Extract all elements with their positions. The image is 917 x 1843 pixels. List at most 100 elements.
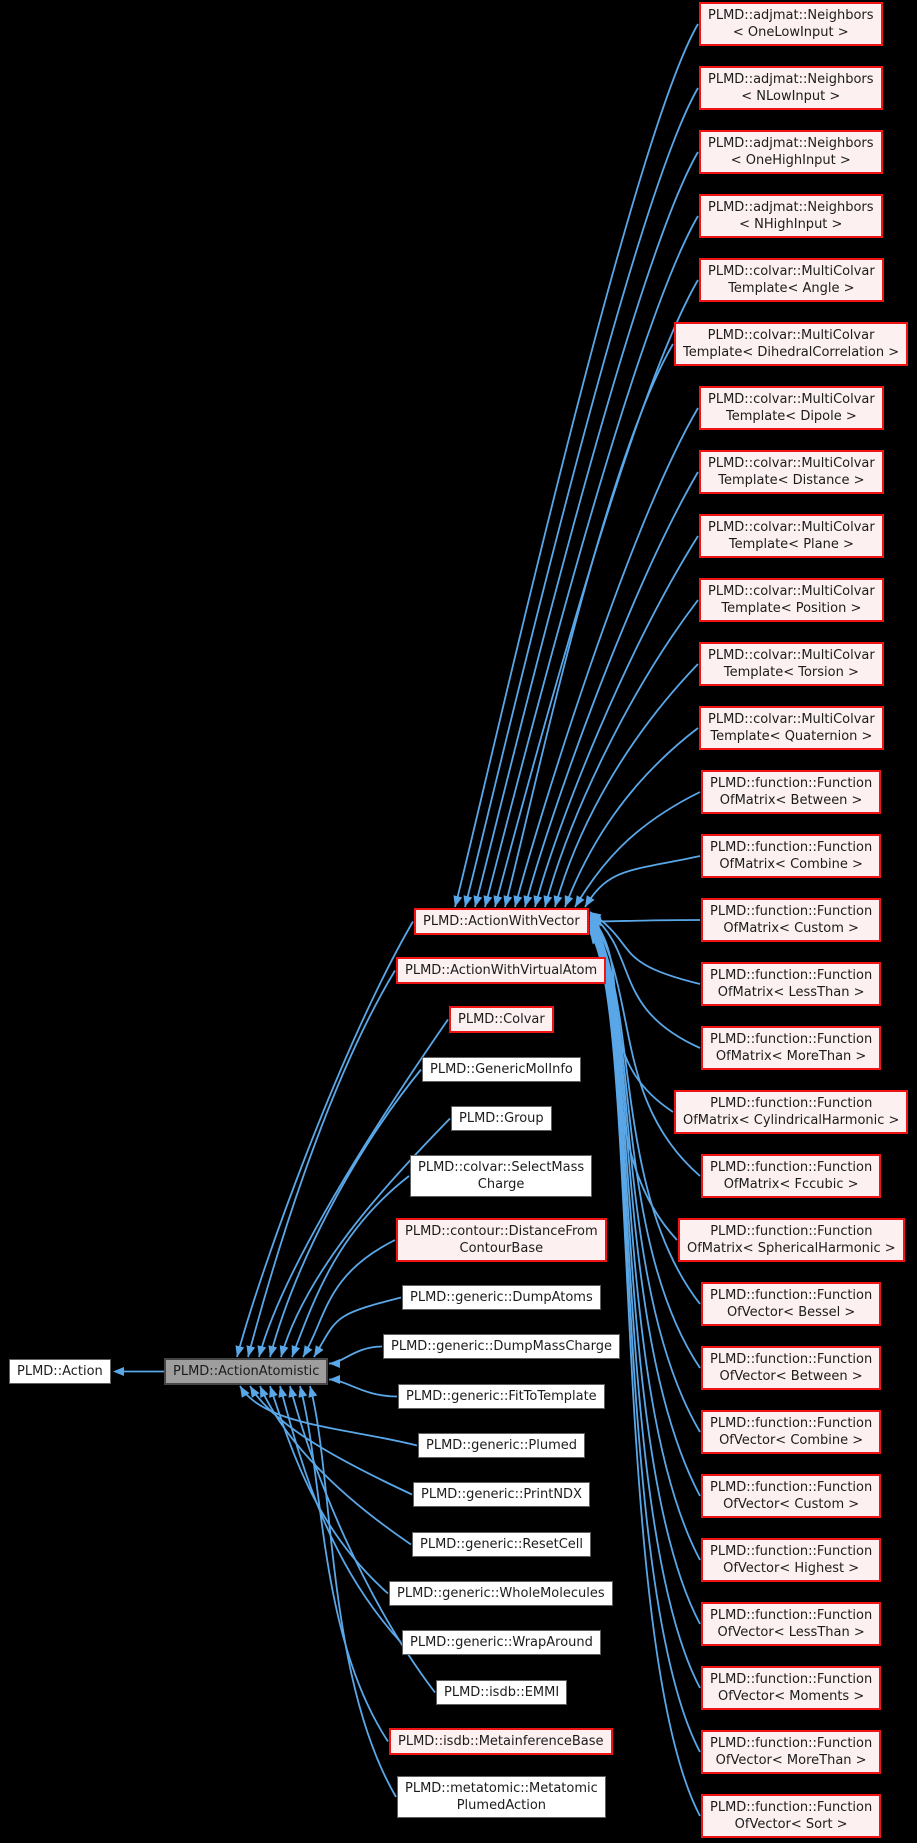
node-plmd-adjmat-neighbors-onelowinput[interactable]: PLMD::adjmat::Neighbors< OneLowInput > [699, 2, 883, 46]
class-label-line: PLMD::isdb::EMMI [444, 1685, 560, 1700]
class-label-line: PLMD::ActionWithVirtualAtom [405, 963, 598, 978]
node-plmd-actionwithvector[interactable]: PLMD::ActionWithVector [414, 908, 589, 935]
edge-arrowhead [268, 1345, 278, 1357]
inheritance-edge [247, 970, 396, 1358]
node-plmd-isdb-emmi[interactable]: PLMD::isdb::EMMI [436, 1680, 568, 1705]
class-label-line: OfVector< Custom > [723, 1497, 860, 1512]
class-label-line: OfMatrix< Combine > [719, 857, 863, 872]
class-label-line: OfVector< Bessel > [726, 1305, 856, 1320]
node-plmd-adjmat-neighbors-nlowinput[interactable]: PLMD::adjmat::Neighbors< NLowInput > [699, 66, 883, 110]
node-plmd-generic-fittotemplate[interactable]: PLMD::generic::FitToTemplate [398, 1384, 605, 1409]
inheritance-edge [554, 663, 699, 908]
class-label-line: OfVector< Moments > [718, 1689, 865, 1704]
node-plmd-actionatomistic[interactable]: PLMD::ActionAtomistic [164, 1358, 329, 1385]
class-label-line: PLMD::function::Function [710, 1224, 873, 1239]
class-label-line: OfMatrix< Custom > [723, 921, 859, 936]
edge-arrowhead [257, 1345, 267, 1357]
class-label-line: ContourBase [459, 1241, 544, 1256]
class-label-line: PLMD::generic::Plumed [426, 1438, 578, 1453]
class-label-line: PLMD::adjmat::Neighbors [708, 136, 874, 151]
class-label-line: PLMD::function::Function [710, 1736, 873, 1751]
class-label-line: PLMD::colvar::MultiColvar [708, 584, 875, 599]
edge-arrowhead [329, 1375, 340, 1384]
node-plmd-generic-dumpmasscharge[interactable]: PLMD::generic::DumpMassCharge [383, 1334, 620, 1359]
class-label-line: OfVector< Highest > [723, 1561, 860, 1576]
node-plmd-colvar[interactable]: PLMD::Colvar [449, 1006, 554, 1033]
class-label-line: PLMD::Group [459, 1111, 544, 1126]
edge-arrowhead [590, 932, 601, 945]
class-label-line: PLMD::colvar::MultiColvar [708, 712, 875, 727]
node-plmd-generic-wraparound[interactable]: PLMD::generic::WrapAround [402, 1630, 601, 1655]
node-plmd-action[interactable]: PLMD::Action [9, 1359, 111, 1384]
edge-arrowhead [246, 1345, 256, 1357]
class-label-line: PLMD::metatomic::Metatomic [405, 1781, 598, 1796]
edge-arrowhead [493, 895, 503, 907]
class-label-line: PLMD::generic::DumpAtoms [410, 1290, 593, 1305]
inheritance-edge [589, 932, 701, 1817]
class-label-line: OfVector< Between > [719, 1369, 863, 1384]
class-label-line: OfVector< MoreThan > [715, 1753, 867, 1768]
node-plmd-generic-resetcell[interactable]: PLMD::generic::ResetCell [412, 1532, 592, 1557]
inheritance-edge [474, 151, 699, 908]
node-plmd-isdb-metainferencebase[interactable]: PLMD::isdb::MetainferenceBase [389, 1728, 613, 1755]
inheritance-edge [589, 924, 701, 1497]
node-plmd-genericmolinfo[interactable]: PLMD::GenericMolInfo [422, 1057, 581, 1082]
class-label-line: PLMD::adjmat::Neighbors [708, 72, 874, 87]
inheritance-edge [236, 921, 414, 1358]
class-label-line: PLMD::function::Function [710, 1672, 873, 1687]
inheritance-edge [249, 1385, 413, 1496]
node-plmd-generic-wholemolecules[interactable]: PLMD::generic::WholeMolecules [389, 1581, 613, 1606]
node-plmd-generic-dumpatoms[interactable]: PLMD::generic::DumpAtoms [402, 1285, 601, 1310]
class-label-line: PLMD::colvar::MultiColvar [708, 392, 875, 407]
node-plmd-generic-plumed[interactable]: PLMD::generic::Plumed [418, 1433, 586, 1458]
inheritance-edge [589, 921, 701, 1369]
edge-arrowhead [298, 1386, 308, 1398]
edge-arrowhead [543, 895, 553, 907]
edge-arrowhead [564, 895, 574, 907]
inheritance-edge [589, 919, 701, 1305]
edge-arrowhead [260, 1386, 269, 1398]
edge-arrowhead [269, 1386, 278, 1398]
node-plmd-adjmat-neighbors-nhighinput[interactable]: PLMD::adjmat::Neighbors< NHighInput > [699, 194, 883, 238]
node-plmd-actionwithvirtualatom[interactable]: PLMD::ActionWithVirtualAtom [396, 957, 607, 984]
inheritance-edge [280, 1117, 451, 1358]
node-plmd-group[interactable]: PLMD::Group [451, 1106, 552, 1131]
edge-arrowhead [278, 1386, 288, 1398]
inheritance-edge [464, 87, 699, 908]
class-label-line: PLMD::generic::FitToTemplate [406, 1389, 597, 1404]
node-plmd-adjmat-neighbors-onehighinput[interactable]: PLMD::adjmat::Neighbors< OneHighInput > [699, 130, 883, 174]
edge-arrowhead [291, 1345, 301, 1357]
class-label-line: PLMD::generic::PrintNDX [421, 1487, 582, 1502]
class-label-line: OfMatrix< MoreThan > [715, 1049, 867, 1064]
node-plmd-generic-printndx[interactable]: PLMD::generic::PrintNDX [413, 1482, 590, 1507]
